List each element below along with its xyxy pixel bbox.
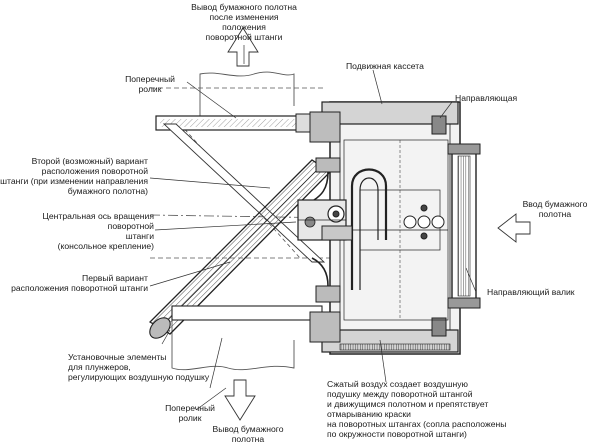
label-second-variant: Второй (возможный) вариант расположения … [0,156,148,196]
leader-lines [149,45,477,411]
paper-web-upper [199,71,295,116]
label-top-output: Вывод бумажного полотна после изменения … [191,2,297,42]
label-paper-input: Ввод бумажного полотна [522,199,588,219]
label-central-axis: Центральная ось вращения поворотной штан… [42,211,154,251]
label-bottom-output: Вывод бумажного полотна [212,424,284,444]
label-cross-roller-bottom: Поперечный ролик [165,403,215,423]
label-guide: Направляющая [455,93,518,103]
label-cross-roller-top: Поперечный ролик [125,74,175,94]
hose-fittings [311,157,341,303]
movable-cassette [309,101,461,355]
label-guide-roller: Направляющий валик [487,287,575,297]
upper-output-arrow [227,27,259,67]
central-axis-mount [297,199,353,241]
guide-roller [447,143,481,309]
label-first-variant: Первый вариант расположения поворотной ш… [11,273,148,293]
lower-output-arrow [224,379,256,421]
label-mounting-elements: Установочные элементы для плунжеров, рег… [68,352,210,382]
label-movable-cassette: Подвижная кассета [346,61,424,71]
paper-input-arrow [497,213,531,243]
paper-web-lower [171,318,295,371]
label-compressed-air: Сжатый воздух создает воздушную подушку … [327,379,507,439]
lower-cross-roller [171,305,323,321]
